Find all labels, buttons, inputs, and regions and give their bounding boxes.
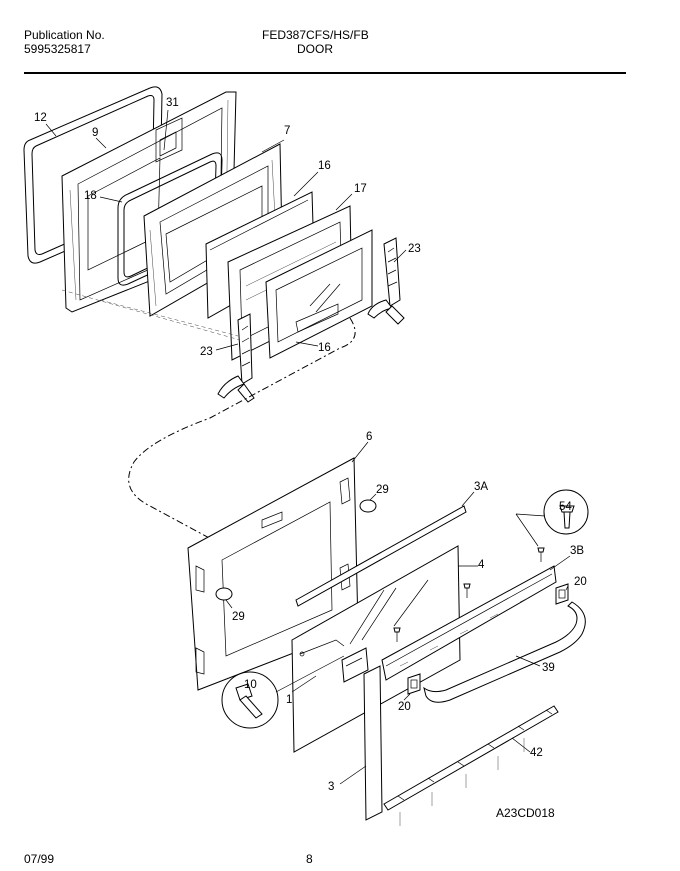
- door-vent-baffle: [383, 705, 559, 826]
- callout-29-upper: 29: [376, 484, 389, 496]
- outer-door-glass: [291, 545, 461, 753]
- page-number: 8: [306, 852, 313, 866]
- callout-29-lower: 29: [232, 611, 245, 623]
- screw-icon: [393, 547, 545, 642]
- callout-18: 18: [84, 190, 97, 202]
- publication-label: Publication No.: [24, 28, 105, 42]
- callout-20-left: 20: [398, 701, 411, 713]
- screw-detail-circle: [515, 489, 589, 547]
- door-trim-strip: [295, 505, 467, 607]
- callout-3: 3: [328, 781, 334, 793]
- callout-23-right: 23: [408, 243, 421, 255]
- handle-end-cap-right: [555, 583, 569, 605]
- diagram-code: A23CD018: [496, 806, 555, 820]
- callout-54: 54: [559, 501, 572, 513]
- bolt-detail-circle: [221, 655, 345, 729]
- callout-39: 39: [542, 662, 555, 674]
- door-wire-clip: [299, 639, 345, 657]
- callout-42: 42: [530, 747, 543, 759]
- callout-20-right: 20: [574, 576, 587, 588]
- door-bumper-upper: [359, 499, 377, 513]
- callout-1: 1: [286, 694, 292, 706]
- model-number: FED387CFS/HS/FB: [262, 28, 369, 42]
- header-rule: [24, 72, 626, 74]
- door-hinge-right: [367, 237, 405, 325]
- callout-7: 7: [284, 125, 290, 137]
- handle-end-cap-left: [407, 673, 421, 695]
- callout-23-left: 23: [200, 346, 213, 358]
- callout-3B: 3B: [570, 545, 584, 557]
- door-glass-lower: [265, 229, 373, 359]
- callout-31: 31: [166, 97, 179, 109]
- handle-bracket: [381, 565, 557, 681]
- publication-number: 5995325817: [24, 42, 91, 56]
- door-side-trim: [341, 647, 383, 821]
- door-hinge-left: [217, 313, 255, 403]
- door-handle: [423, 601, 586, 703]
- callout-4: 4: [478, 559, 485, 571]
- callout-16-upper: 16: [318, 160, 331, 172]
- section-title: DOOR: [297, 42, 333, 56]
- callout-16-lower: 16: [318, 342, 331, 354]
- callout-10: 10: [244, 679, 257, 691]
- callout-17: 17: [354, 183, 367, 195]
- door-bumper-lower: [215, 587, 233, 601]
- callout-6: 6: [366, 431, 372, 443]
- revision-date: 07/99: [24, 852, 55, 866]
- callout-9: 9: [92, 127, 98, 139]
- callout-3A: 3A: [474, 481, 488, 493]
- callout-12: 12: [34, 112, 47, 124]
